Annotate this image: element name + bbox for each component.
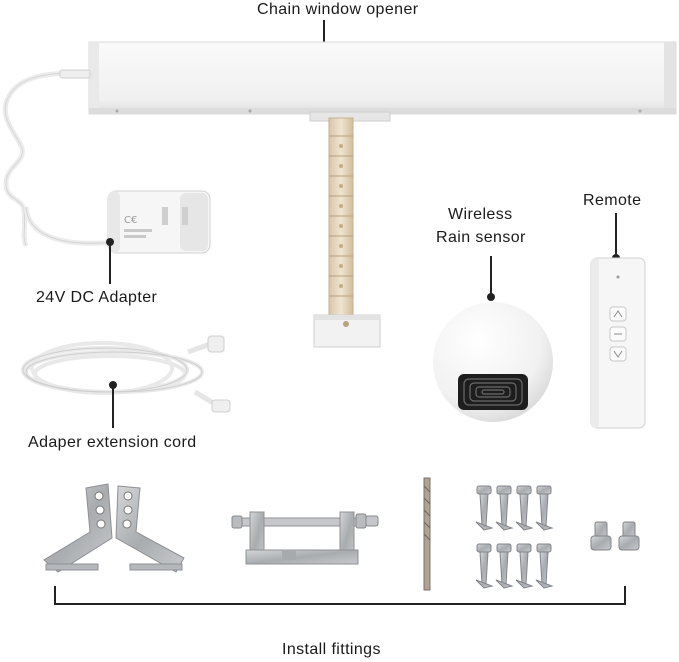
- fittings-bracket-line: [54, 586, 626, 605]
- opener-pointer-line: [323, 20, 325, 56]
- adapter-pointer-dot: [106, 238, 114, 246]
- remote-pointer-line: [615, 213, 617, 257]
- chain-window-opener: [2, 41, 677, 348]
- remote-label: Remote: [583, 192, 642, 209]
- rain-sensor-pointer-dot: [487, 293, 495, 301]
- extension-cord-pointer-dot: [109, 381, 117, 389]
- adapter-label: 24V DC Adapter: [36, 289, 158, 306]
- ce-mark-icon: C€: [124, 215, 152, 238]
- rain-sensor-label-line2: Rain sensor: [436, 229, 526, 246]
- rain-sensor-label-line1: Wireless: [448, 206, 513, 223]
- up-button-icon: [609, 306, 627, 322]
- stop-button-icon: [609, 326, 627, 342]
- bolts: [590, 521, 640, 551]
- v-bracket-pair: [43, 483, 185, 573]
- dc-adapter: C€: [23, 190, 211, 254]
- u-bracket: [231, 511, 379, 565]
- extension-cord-label: Adaper extension cord: [28, 434, 197, 451]
- down-button-icon: [609, 346, 627, 362]
- rain-sensor-pointer-line: [490, 256, 492, 296]
- adapter-pointer-line: [109, 242, 111, 284]
- fittings-label: Install fittings: [282, 641, 381, 658]
- install-fittings: [43, 477, 640, 605]
- screws: [475, 485, 554, 589]
- rain-sensor: [433, 302, 553, 422]
- opener-label: Chain window opener: [257, 1, 419, 18]
- extension-cord: [21, 335, 231, 413]
- extension-cord-pointer-line: [112, 386, 114, 428]
- drill-bit: [423, 477, 431, 591]
- remote-control: [590, 257, 646, 429]
- svg-text:C€: C€: [124, 215, 137, 226]
